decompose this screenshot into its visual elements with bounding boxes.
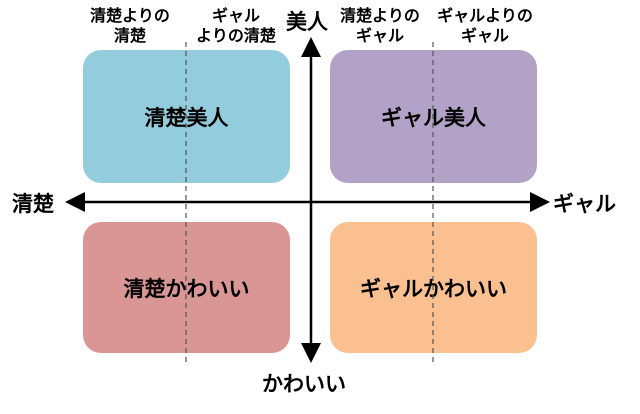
axis-label-bottom: かわいい [262, 372, 346, 396]
column-label-1: 清楚よりの清楚 [80, 6, 180, 46]
axis-label-left: 清楚 [12, 192, 54, 216]
column-label-3: 清楚よりのギャル [330, 6, 430, 46]
column-label-2: ギャルよりの清楚 [186, 6, 286, 46]
column-label-4: ギャルよりのギャル [430, 6, 540, 46]
column-label-line: 清楚よりの [340, 6, 420, 25]
column-label-line: ギャルよりの [437, 6, 533, 25]
column-label-line: ギャル [211, 6, 260, 25]
axis-label-right: ギャル [553, 192, 616, 216]
column-label-line: よりの清楚 [196, 26, 276, 45]
column-label-line: 清楚よりの [90, 6, 170, 25]
axis-label-top: 美人 [286, 10, 328, 34]
column-label-line: ギャル [460, 26, 509, 45]
column-label-line: 清楚 [113, 26, 146, 45]
column-label-line: ギャル [355, 26, 404, 45]
